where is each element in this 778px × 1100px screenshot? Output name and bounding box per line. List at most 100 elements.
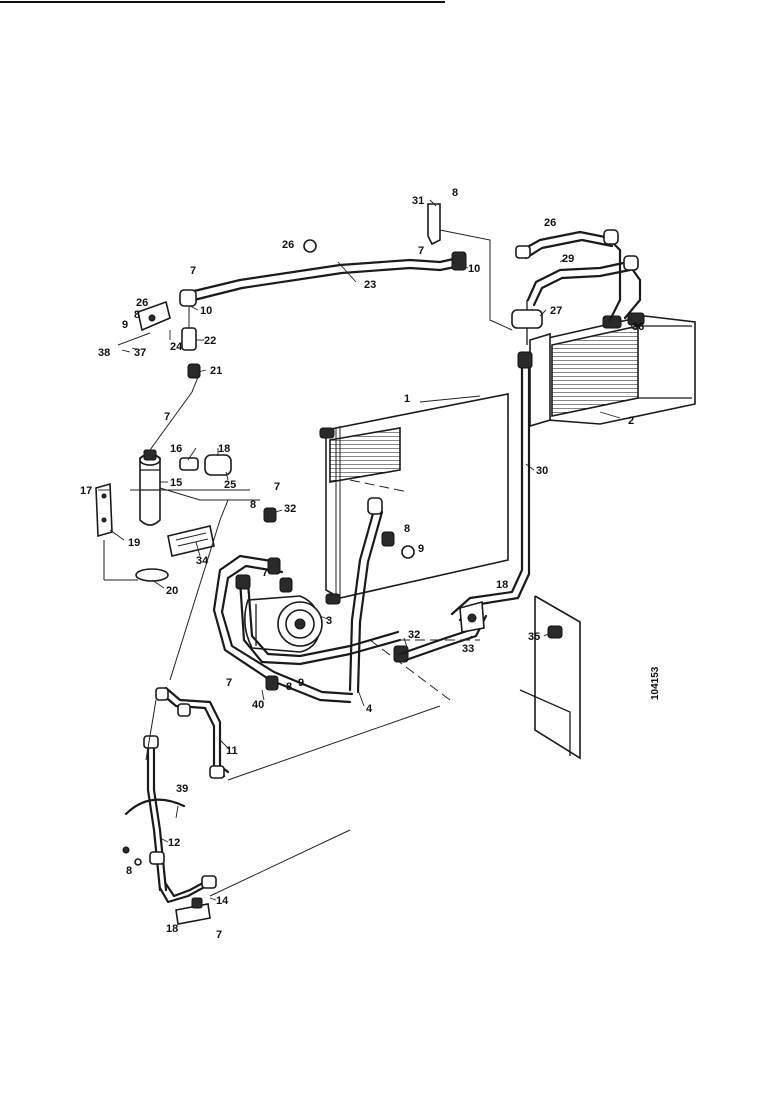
callout-39: 39 <box>176 783 188 795</box>
callout-8a: 8 <box>452 187 458 199</box>
line-30-fitting <box>517 351 533 369</box>
compressor-hose-loop-b <box>220 564 354 696</box>
callout-8d: 8 <box>404 523 410 535</box>
suction-line-23-b <box>192 264 462 302</box>
callout-35: 35 <box>528 631 540 643</box>
hose-26-to-evap <box>608 240 622 322</box>
callout-29: 29 <box>562 253 574 265</box>
lower-connection-line-2 <box>209 829 351 897</box>
drier-mount-line-4 <box>159 487 260 501</box>
drier-to-21-line <box>149 371 201 451</box>
bracket-31-link <box>439 229 513 331</box>
callout-19: 19 <box>128 537 140 549</box>
leader-lines <box>98 199 633 901</box>
callout-38: 38 <box>98 347 110 359</box>
callout-31: 31 <box>412 195 424 207</box>
callout-2: 2 <box>628 415 634 427</box>
fitting-compressor-1 <box>235 574 251 590</box>
callout-16: 16 <box>170 443 182 455</box>
drier-to-hose-11 <box>169 499 229 681</box>
callout-7e: 7 <box>226 677 232 689</box>
callout-4: 4 <box>366 703 373 715</box>
dashed-line-1 <box>349 479 409 493</box>
fitting-top-left <box>515 245 531 259</box>
callout-18b: 18 <box>496 579 508 591</box>
callout-20: 20 <box>166 585 178 597</box>
callout-37: 37 <box>134 347 146 359</box>
callout-8c: 8 <box>250 499 256 511</box>
callout-18c: 18 <box>166 923 178 935</box>
callout-27: 27 <box>550 305 562 317</box>
callout-8e: 8 <box>286 681 292 693</box>
bracket-33 <box>459 600 485 633</box>
callout-9c: 9 <box>298 677 304 689</box>
callout-30: 30 <box>536 465 548 477</box>
clamp-20 <box>135 568 169 582</box>
callout-26c: 26 <box>544 217 556 229</box>
fitting-8-condenser <box>381 531 395 547</box>
suction-line-23 <box>188 256 460 294</box>
dashed-line-2 <box>369 639 451 701</box>
callout-7d: 7 <box>262 567 268 579</box>
evaporator <box>529 312 696 428</box>
callout-15: 15 <box>170 477 182 489</box>
callout-25: 25 <box>224 479 236 491</box>
fitting-12-top <box>143 735 159 749</box>
bracket-36 <box>519 595 581 760</box>
fitting-11-top <box>155 687 169 701</box>
callout-26a: 26 <box>282 239 294 251</box>
bracket-17 <box>95 482 113 538</box>
hose-26-upper <box>520 230 612 252</box>
fitting-compressor-3 <box>279 577 293 593</box>
callout-22: 22 <box>204 335 216 347</box>
condenser <box>319 393 509 605</box>
callout-7f: 7 <box>216 929 222 941</box>
callout-32b: 32 <box>408 629 420 641</box>
callout-26b: 26 <box>136 297 148 309</box>
callout-21: 21 <box>210 365 222 377</box>
callout-17: 17 <box>80 485 92 497</box>
screw-9-lower <box>122 846 130 854</box>
bracket-18-lower <box>175 897 211 925</box>
callout-24: 24 <box>170 341 183 353</box>
washer-8-lower <box>134 858 142 866</box>
hose-14 <box>158 882 212 904</box>
expansion-valve <box>511 300 543 345</box>
callout-8f: 8 <box>126 865 132 877</box>
clip-8 <box>401 545 415 559</box>
callout-9b: 9 <box>418 543 424 555</box>
fitting-hose-4 <box>367 497 383 515</box>
callout-11: 11 <box>226 745 238 757</box>
compressor-discharge-b <box>246 580 400 658</box>
bracket-26-clip <box>303 239 317 253</box>
bracket-assembly-26 <box>117 300 171 346</box>
hose-12-connector <box>145 699 157 761</box>
fitting-40 <box>265 675 279 691</box>
hose-4-b <box>356 510 384 694</box>
fitting-mid-right <box>623 255 639 271</box>
callout-3: 3 <box>326 615 332 627</box>
callout-7a: 7 <box>190 265 196 277</box>
callout-10b: 10 <box>200 305 212 317</box>
hose-14-b <box>164 876 214 898</box>
bracket-31 <box>427 203 441 246</box>
fitting-12-mid <box>149 851 165 865</box>
callout-36: 36 <box>632 321 644 333</box>
callout-7b: 7 <box>418 245 424 257</box>
hose-11 <box>160 692 226 778</box>
callout-12: 12 <box>168 837 180 849</box>
reference-number: 104153 <box>650 666 661 700</box>
fitting-11-mid <box>177 703 191 717</box>
callout-7c: 7 <box>274 481 280 493</box>
callout-10a: 10 <box>468 263 480 275</box>
compressor-hose-loop <box>212 554 352 704</box>
callout-14: 14 <box>216 895 229 907</box>
receiver-drier <box>139 449 161 526</box>
hose-26-upper-b <box>524 238 614 260</box>
callout-8b: 8 <box>134 309 140 321</box>
fitting-11-bottom <box>209 765 225 779</box>
compressor <box>244 595 323 653</box>
hose-29-b <box>532 268 632 307</box>
callout-40: 40 <box>252 699 264 711</box>
